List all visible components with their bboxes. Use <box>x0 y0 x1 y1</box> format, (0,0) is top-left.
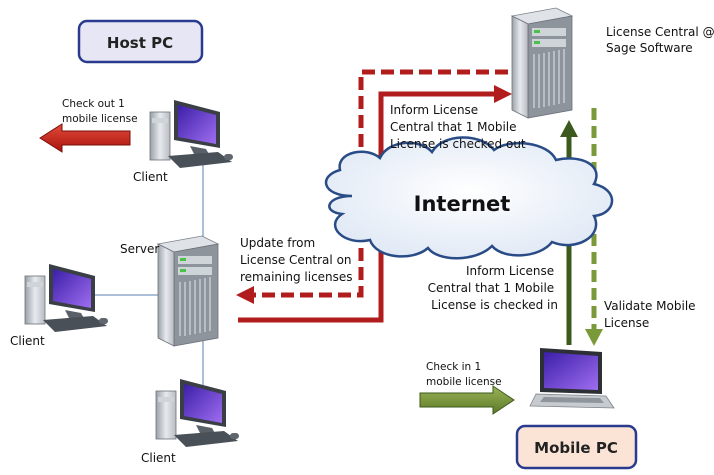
server-icon <box>156 235 220 347</box>
client-computer-icon-top <box>149 100 233 168</box>
host-pc-box: Host PC <box>77 19 204 64</box>
check-in-arrow <box>419 385 515 415</box>
check-out-label: Check out 1 mobile license <box>62 98 138 125</box>
client-label-top: Client <box>133 170 168 184</box>
cloud-label: Internet <box>414 192 511 216</box>
client-label-left: Client <box>10 334 45 348</box>
inform-checked-in-label: Inform License Central that 1 Mobile Lic… <box>428 264 558 312</box>
license-central-server-icon <box>510 7 574 119</box>
mobile-pc-label: Mobile PC <box>534 439 618 457</box>
client-computer-icon-left <box>24 264 108 332</box>
validate-mobile-label: Validate Mobile License <box>604 299 699 330</box>
client-computer-icon-bottom <box>155 379 239 447</box>
check-out-arrow <box>39 123 131 153</box>
host-pc-label: Host PC <box>107 34 173 52</box>
client-label-bottom: Client <box>141 451 176 465</box>
mobile-pc-box: Mobile PC <box>515 424 638 470</box>
license-central-label: License Central @ Sage Software <box>606 25 714 55</box>
update-from-label: Update from License Central on remaining… <box>240 236 355 284</box>
laptop-icon <box>529 348 615 409</box>
internet-cloud: Internet <box>324 136 614 260</box>
inform-checked-out-label: Inform License Central that 1 Mobile Lic… <box>390 103 526 151</box>
server-label: Server <box>120 242 159 256</box>
check-in-label: Check in 1 mobile license <box>426 361 502 388</box>
